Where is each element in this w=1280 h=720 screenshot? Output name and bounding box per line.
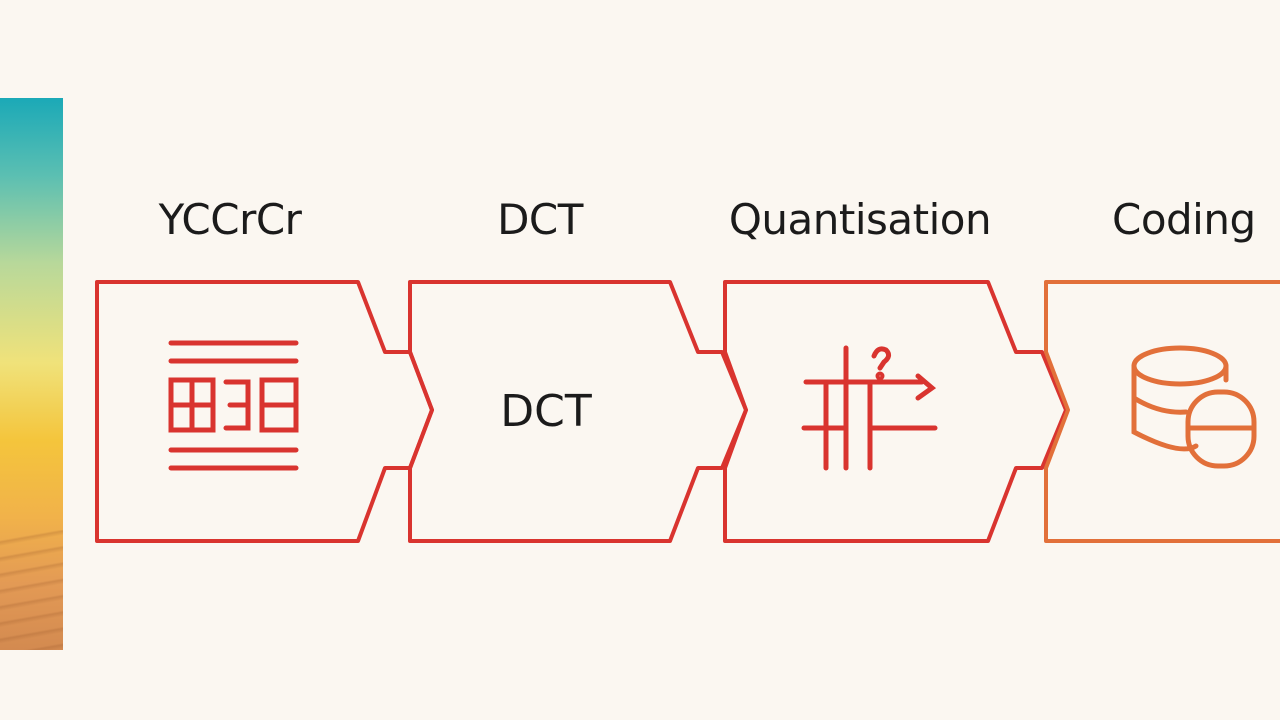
stage-4-shape (1044, 280, 1280, 543)
stage-label-coding: Coding (1112, 195, 1256, 244)
stage-2-dct: DCT (408, 280, 748, 543)
gradient-image-strip (0, 98, 63, 650)
stage-label-quantisation: Quantisation (728, 195, 992, 244)
stage-label-ycc: YCCrCr (158, 195, 302, 244)
database-icon (1131, 345, 1257, 469)
stage-3-quantisation (723, 280, 1068, 543)
stage-3-shape (723, 280, 1068, 543)
stage-2-inner-label: DCT (500, 386, 592, 437)
stage-2-shape (408, 280, 748, 543)
quantisation-icon (801, 345, 938, 471)
ycc-grid-icon (168, 340, 299, 471)
stage-1-ycc (95, 280, 434, 543)
stage-4-coding (1044, 280, 1280, 543)
stage-label-dct: DCT (497, 195, 583, 244)
